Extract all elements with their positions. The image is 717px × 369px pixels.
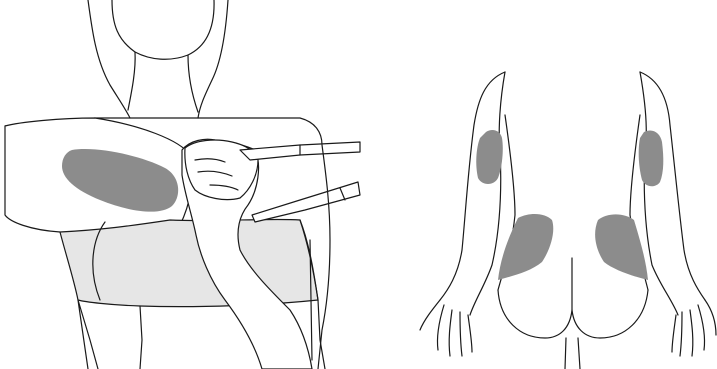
front-view-figure bbox=[5, 0, 360, 369]
back-right-arm-injection-site bbox=[476, 130, 503, 184]
back-left-arm-injection-site bbox=[639, 130, 664, 186]
neck-outline bbox=[128, 52, 198, 112]
right-buttock-injection-site bbox=[498, 214, 553, 280]
face-outline bbox=[112, 0, 214, 59]
buttocks-outline bbox=[498, 290, 648, 338]
torso-left-side bbox=[78, 300, 98, 369]
back-view-figure bbox=[420, 72, 716, 369]
left-hand-outline bbox=[672, 300, 716, 356]
legs-lines bbox=[565, 338, 580, 369]
pen-injector bbox=[252, 182, 360, 222]
right-hand-outline bbox=[420, 300, 472, 356]
left-buttock-injection-site bbox=[595, 214, 648, 280]
